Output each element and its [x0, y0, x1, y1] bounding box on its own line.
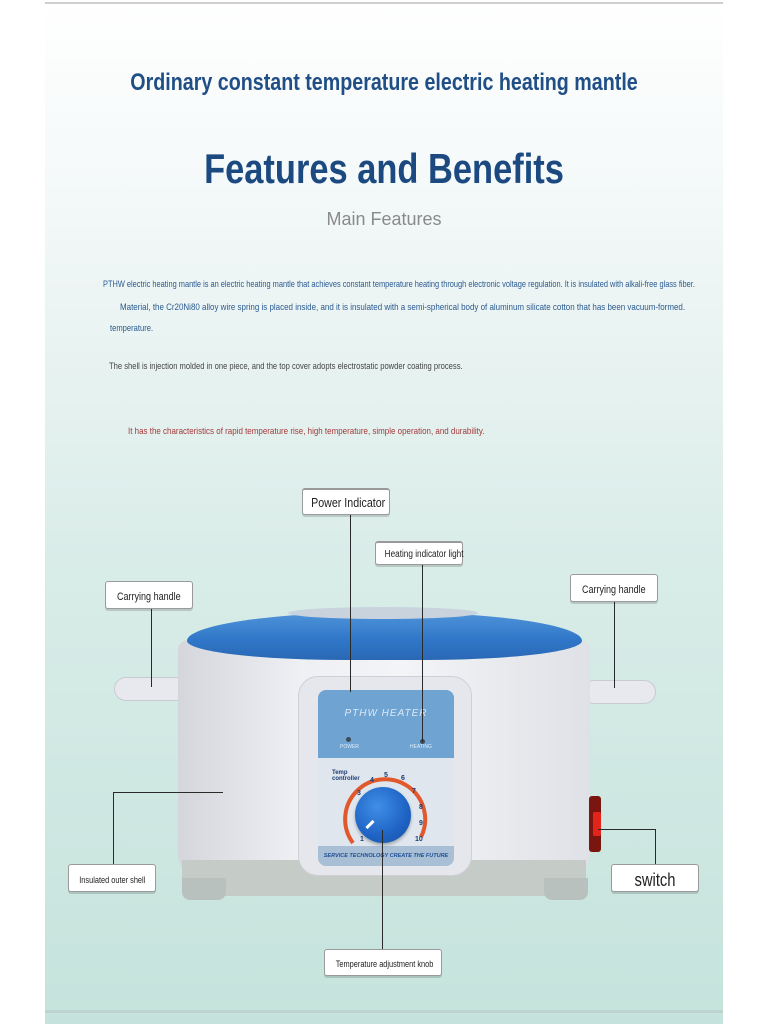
- callout-switch: switch: [611, 864, 699, 892]
- callout-heating-indicator: Heating indicator light: [375, 541, 464, 565]
- top-divider: [45, 2, 723, 4]
- description-line-1: PTHW electric heating mantle is an elect…: [103, 279, 695, 290]
- callout-line-heating: [422, 562, 423, 742]
- description-highlight: It has the characteristics of rapid temp…: [128, 426, 485, 437]
- callout-handle-right-text: Carrying handle: [582, 584, 646, 596]
- callout-line-shell-h: [113, 792, 223, 793]
- callout-line-shell-v: [113, 792, 114, 864]
- slogan-strip: SERVICE TECHNOLOGY CREATE THE FUTURE: [318, 846, 454, 866]
- callout-knob-text: Temperature adjustment knob: [335, 959, 434, 969]
- right-handle: [582, 680, 656, 704]
- bottom-divider: [45, 1010, 723, 1013]
- callout-power-indicator-text: Power Indicator: [311, 495, 386, 510]
- callout-handle-left-text: Carrying handle: [117, 591, 181, 603]
- right-foot: [544, 878, 588, 900]
- dial-number-8: 8: [419, 804, 423, 811]
- callout-line-switch-h: [598, 829, 656, 830]
- dial-number-9: 9: [419, 820, 423, 827]
- callout-insulated-shell-text: Insulated outer shell: [78, 875, 146, 885]
- callout-knob: Temperature adjustment knob: [324, 949, 442, 976]
- callout-line-handle-right: [614, 600, 615, 688]
- callout-line-switch-v: [655, 829, 656, 864]
- power-indicator-dot: [346, 737, 351, 742]
- control-panel: PTHW HEATER POWER HEATING Temp controlle…: [318, 690, 454, 866]
- temp-controller-label: Temp controller: [332, 770, 360, 782]
- callout-heating-indicator-text: Heating indicator light: [384, 549, 464, 560]
- blue-lid: [187, 612, 582, 660]
- callout-switch-text: switch: [634, 870, 676, 890]
- dial-number-3: 3: [357, 790, 361, 797]
- heating-small-label: HEATING: [410, 744, 432, 750]
- power-switch[interactable]: [593, 812, 601, 836]
- dial-number-7: 7: [412, 788, 416, 795]
- power-small-label: POWER: [340, 744, 359, 750]
- dial-number-4: 4: [370, 777, 374, 784]
- dial-number-5: 5: [384, 772, 388, 779]
- callout-handle-left: Carrying handle: [105, 581, 193, 609]
- callout-insulated-shell: Insulated outer shell: [68, 864, 156, 892]
- description-line-4: The shell is injection molded in one pie…: [109, 361, 463, 372]
- dial-arc: [343, 777, 428, 845]
- callout-line-power: [350, 512, 351, 692]
- callout-handle-right: Carrying handle: [570, 574, 658, 602]
- dial-number-6: 6: [401, 775, 405, 782]
- section-subheading: Main Features: [326, 209, 442, 229]
- section-heading: Features and Benefits: [204, 145, 564, 192]
- lid-opening: [288, 607, 478, 619]
- brand-label: PTHW HEATER: [344, 708, 428, 719]
- description-line-2: Material, the Cr20Ni80 alloy wire spring…: [120, 302, 686, 313]
- dial-number-10: 10: [415, 836, 423, 843]
- dial-number-1: 1: [360, 836, 364, 843]
- callout-line-handle-left: [151, 607, 152, 687]
- left-foot: [182, 878, 226, 900]
- control-panel-top: [318, 690, 454, 758]
- callout-power-indicator: Power Indicator: [302, 488, 390, 515]
- temperature-knob[interactable]: [355, 787, 411, 843]
- page-title: Ordinary constant temperature electric h…: [130, 69, 638, 96]
- description-line-3: temperature.: [110, 323, 154, 334]
- callout-line-knob: [382, 830, 383, 950]
